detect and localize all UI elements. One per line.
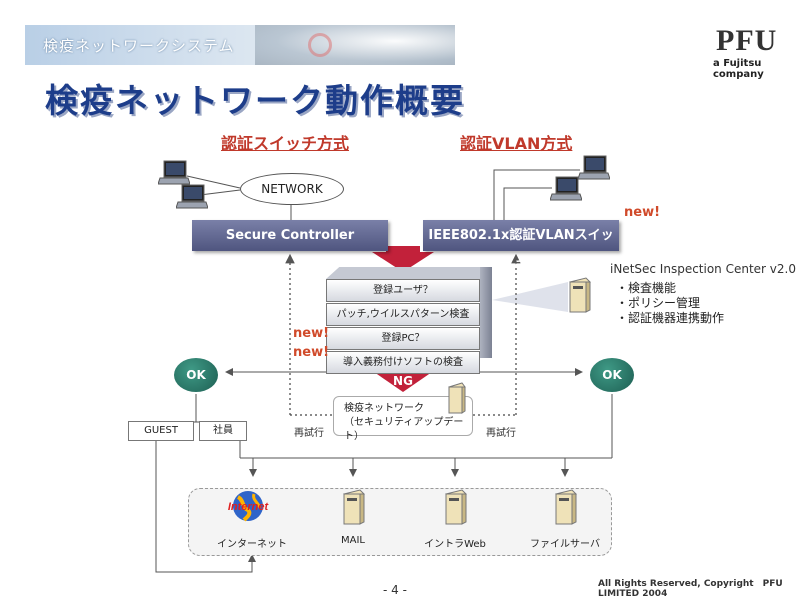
copyright: All Rights Reserved, Copyright PFU LIMIT… (598, 579, 783, 599)
staff-box: 社員 (199, 421, 247, 441)
secure-controller-bar: Secure Controller (192, 220, 388, 251)
inspection-item: ・検査機能 (616, 281, 677, 295)
check-stack-top (326, 267, 492, 279)
internet-label: インターネット (217, 539, 287, 550)
header-banner: 検疫ネットワークシステム (25, 25, 455, 65)
retry-label-right: 再試行 (486, 428, 516, 439)
vlan-switch-bar: IEEE802.1x認証VLANスイッチ (423, 220, 619, 274)
pfu-logo: PFU (716, 24, 778, 57)
check-required-software: 導入義務付けソフトの検査 (326, 351, 480, 374)
check-patch-virus: パッチ,ウイルスパターン検査 (326, 303, 480, 326)
left-section-title: 認証スイッチ方式 (221, 134, 350, 153)
no-sign-icon (308, 33, 332, 57)
laptop-icon (176, 184, 208, 209)
ok-badge-right: OK (590, 358, 634, 392)
check-stack: 登録ユーザ？ パッチ,ウイルスパターン検査 登録PC？ 導入義務付けソフトの検査 (326, 279, 480, 375)
check-registered-pc: 登録PC？ (326, 327, 480, 350)
inspection-center-title: iNetSec Inspection Center v2.0 (610, 262, 796, 276)
guest-box: GUEST (128, 421, 194, 441)
internet-logo-text: Internet (228, 501, 270, 513)
server-icon (448, 382, 466, 414)
quarantine-title: 検疫ネットワーク (344, 403, 424, 414)
network-cloud: NETWORK (240, 173, 344, 205)
check-stack-side (480, 267, 492, 358)
laptop-icon (578, 155, 610, 180)
check-registered-user: 登録ユーザ？ (326, 279, 480, 302)
new-tag: new! (293, 326, 330, 341)
new-tag: new! (293, 345, 330, 360)
laptop-icon (550, 176, 582, 201)
file-server-icon (555, 489, 577, 525)
file-server-label: ファイルサーバ (530, 539, 600, 550)
server-icon (569, 277, 591, 313)
intranet-web-label: イントラWeb (424, 539, 486, 550)
inspection-item: ・ポリシー管理 (616, 296, 701, 310)
retry-label-left: 再試行 (294, 428, 324, 439)
banner-photo (255, 25, 455, 65)
banner-text: 検疫ネットワークシステム (43, 37, 235, 55)
page-title: 検疫ネットワーク動作概要 (45, 81, 465, 120)
mail-label: MAIL (341, 535, 365, 546)
right-section-title: 認証VLAN方式 (460, 134, 573, 153)
internet-globe-icon: Internet (228, 491, 270, 522)
ok-badge-left: OK (174, 358, 218, 392)
page-number: - 4 - (383, 583, 407, 597)
new-tag: new! (624, 205, 661, 220)
ng-label: NG (393, 374, 413, 388)
inspection-item: ・認証機器連携動作 (616, 311, 725, 325)
mail-server-icon (343, 489, 365, 525)
intranet-server-icon (445, 489, 467, 525)
pfu-logo-subtitle: a Fujitsu company (713, 58, 764, 80)
laptop-icon (158, 160, 190, 185)
quarantine-subtitle: （セキュリティアップデート） (344, 417, 464, 442)
